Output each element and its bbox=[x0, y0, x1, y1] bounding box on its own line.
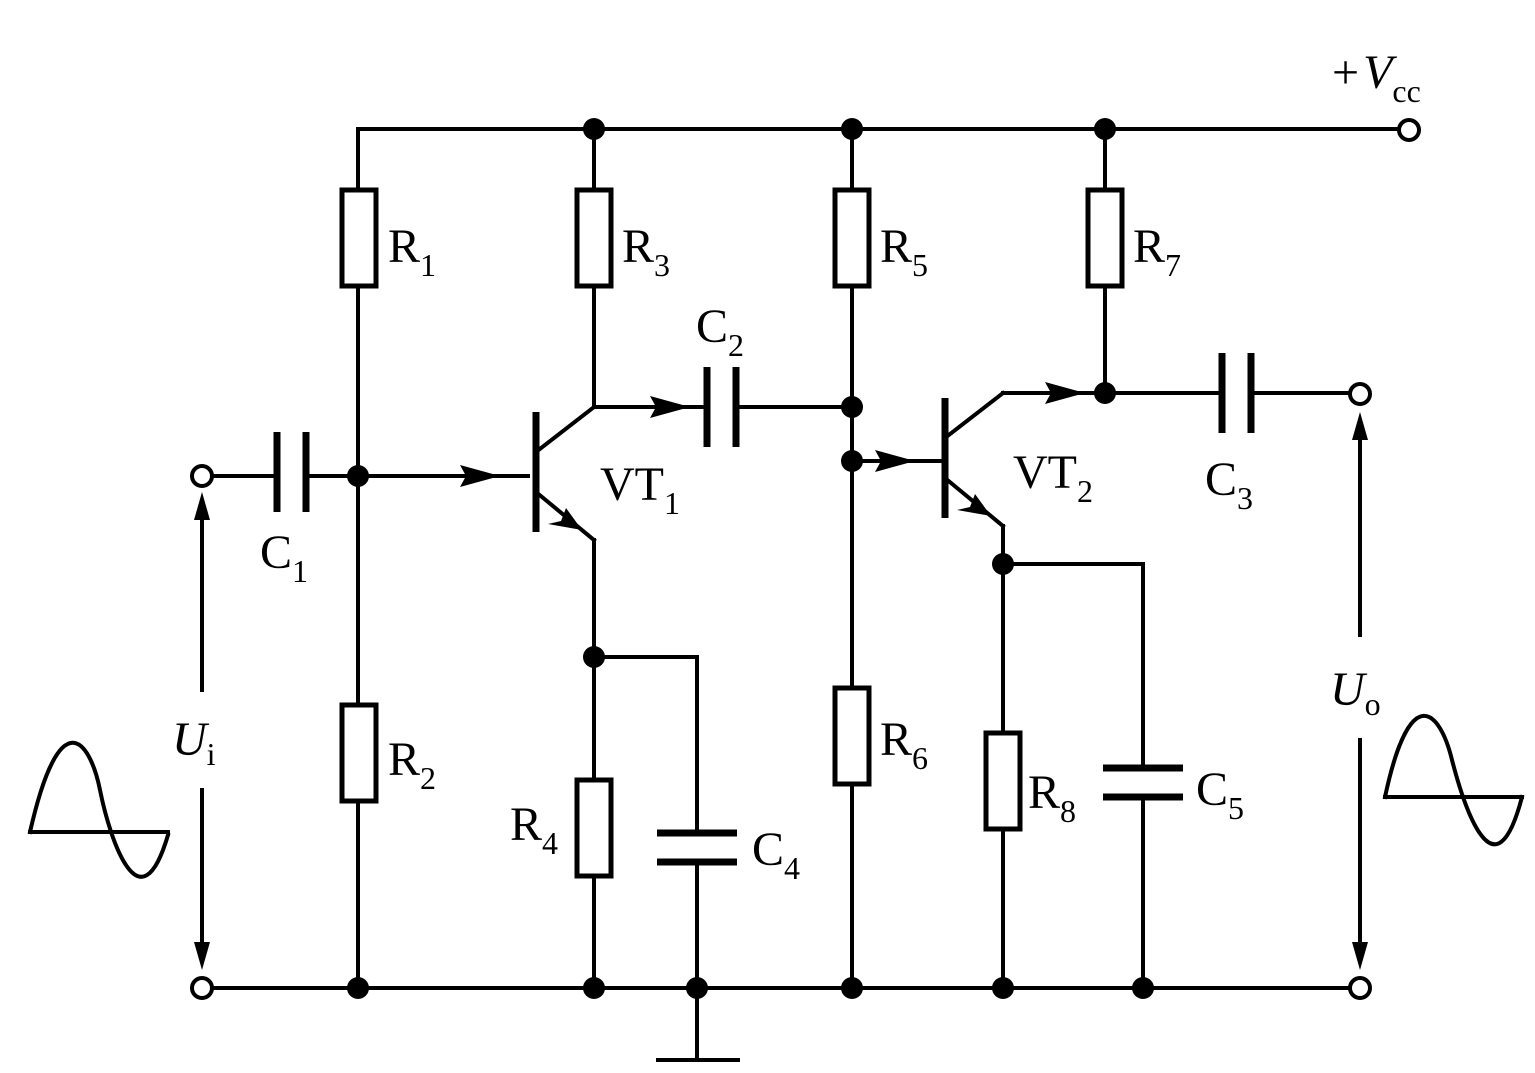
output-sine-icon bbox=[1382, 713, 1525, 847]
c5-label: C5 bbox=[1196, 763, 1244, 826]
junctions bbox=[347, 118, 1154, 999]
vt2-label: VT2 bbox=[1013, 446, 1093, 509]
r4 bbox=[574, 777, 614, 879]
ground-rail bbox=[210, 986, 1352, 1062]
output-section: Uo bbox=[1330, 382, 1525, 1000]
input-sine-icon bbox=[27, 740, 171, 879]
r5-label: R5 bbox=[880, 220, 928, 283]
r6-label: R6 bbox=[880, 713, 928, 776]
stage-2: VT2 R7 C3 R8 C5 bbox=[850, 127, 1352, 990]
r1-label: R1 bbox=[388, 220, 436, 283]
uo-label: Uo bbox=[1330, 663, 1381, 722]
vcc-rail: +Vcc bbox=[356, 46, 1421, 192]
r7-label: R7 bbox=[1133, 220, 1181, 283]
vt1-label: VT1 bbox=[600, 458, 680, 521]
r4-label: R4 bbox=[510, 798, 558, 861]
c2-label: C2 bbox=[696, 300, 744, 363]
stage-1: R3 VT1 C2 R4 C4 bbox=[510, 127, 854, 990]
bias-divider-1: R1 R2 bbox=[339, 187, 436, 990]
output-ground-terminal bbox=[1348, 976, 1372, 1000]
r2 bbox=[339, 702, 379, 804]
c3-label: C3 bbox=[1205, 453, 1253, 516]
input-section: C1 Ui bbox=[27, 432, 530, 1000]
r5 bbox=[832, 187, 872, 289]
vcc-terminal bbox=[1397, 118, 1421, 142]
output-terminal bbox=[1348, 382, 1372, 406]
r8-label: R8 bbox=[1028, 766, 1076, 829]
c1-label: C1 bbox=[260, 526, 308, 589]
r7 bbox=[1085, 187, 1125, 289]
r2-label: R2 bbox=[388, 733, 436, 796]
r1 bbox=[339, 187, 379, 289]
c4-label: C4 bbox=[752, 823, 800, 886]
r8 bbox=[983, 730, 1023, 832]
vcc-label: +Vcc bbox=[1332, 46, 1421, 109]
ui-label: Ui bbox=[172, 713, 216, 772]
r3 bbox=[574, 187, 614, 289]
input-terminal bbox=[190, 464, 214, 488]
input-ground-terminal bbox=[190, 976, 214, 1000]
bias-divider-2: R5 R6 bbox=[832, 127, 928, 990]
r3-label: R3 bbox=[622, 220, 670, 283]
r6 bbox=[832, 685, 872, 787]
